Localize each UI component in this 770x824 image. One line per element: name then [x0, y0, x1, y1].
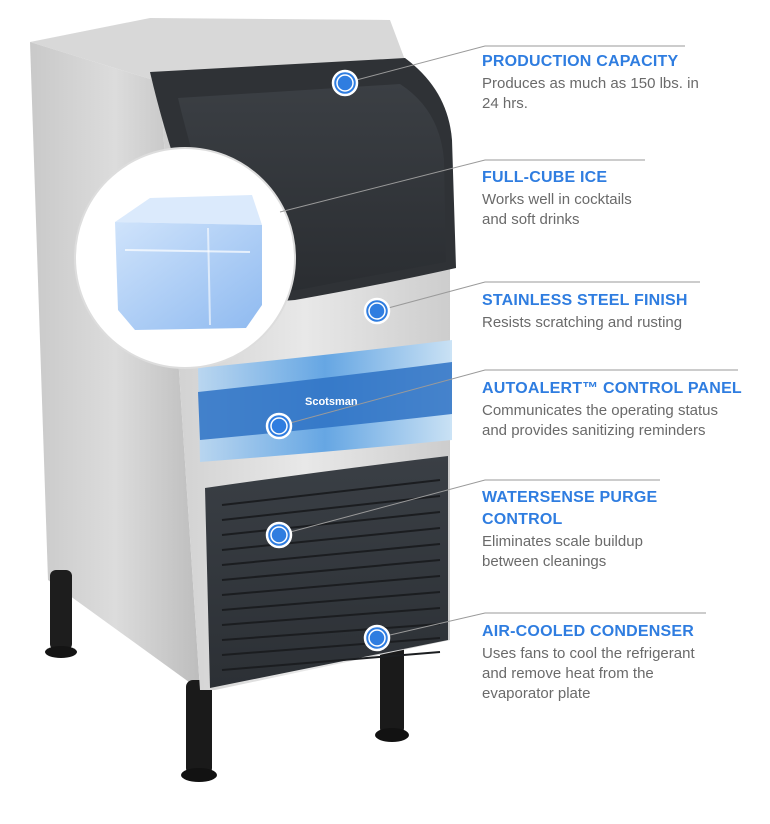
leg — [186, 680, 212, 775]
scotsman-logo: Scotsman — [305, 396, 358, 408]
feature-title: AIR-COOLED CONDENSER — [482, 623, 695, 640]
feature-air-cooled-condenser: AIR-COOLED CONDENSER Uses fans to cool t… — [482, 621, 762, 704]
feature-autoalert: AUTOALERT™ CONTROL PANEL Communicates th… — [482, 378, 762, 441]
feature-description: Eliminates scale buildup between cleanin… — [482, 533, 643, 570]
feature-description: Uses fans to cool the refrigerant and re… — [482, 645, 695, 702]
feature-description: Works well in cocktails and soft drinks — [482, 191, 632, 228]
hotspot-dots — [265, 69, 391, 652]
feature-title: FULL-CUBE ICE — [482, 169, 608, 186]
feature-production-capacity: PRODUCTION CAPACITY Produces as much as … — [482, 51, 762, 114]
feature-title: AUTOALERT™ CONTROL PANEL — [482, 380, 742, 397]
feature-title: WATERSENSE PURGE CONTROL — [482, 489, 658, 528]
leg — [50, 570, 72, 650]
feature-title: PRODUCTION CAPACITY — [482, 53, 679, 70]
feature-description: Produces as much as 150 lbs. in 24 hrs. — [482, 75, 699, 112]
leg — [380, 640, 404, 735]
ice-cube-icon — [115, 195, 262, 330]
feature-description: Communicates the operating status and pr… — [482, 402, 718, 439]
feature-title: STAINLESS STEEL FINISH — [482, 292, 688, 309]
feature-watersense: WATERSENSE PURGE CONTROL Eliminates scal… — [482, 487, 702, 572]
feature-description: Resists scratching and rusting — [482, 314, 683, 331]
feature-stainless-steel: STAINLESS STEEL FINISH Resists scratchin… — [482, 290, 762, 333]
feature-full-cube-ice: FULL-CUBE ICE Works well in cocktails an… — [482, 167, 762, 230]
